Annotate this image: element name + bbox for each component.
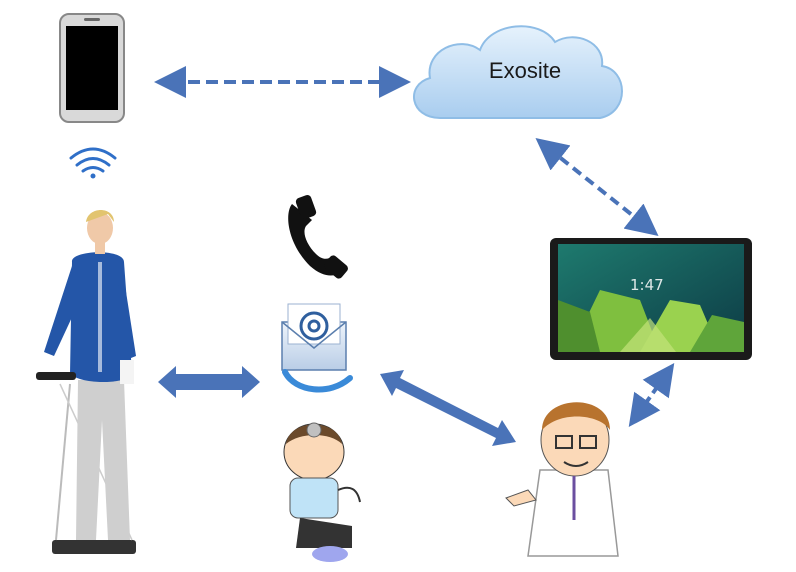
person-on-scale — [36, 210, 136, 554]
tablet-icon — [550, 238, 752, 360]
cloud-label: Exosite — [488, 58, 562, 83]
cloud-icon — [413, 25, 623, 119]
patient-icon — [283, 422, 361, 562]
phone-handset-icon — [288, 195, 348, 279]
email-at-icon — [281, 303, 353, 393]
tablet-clock: 1:47 — [630, 276, 664, 294]
tablet-doctor-link — [628, 362, 675, 428]
person-email-arrow — [158, 366, 260, 398]
email-doctor-arrow — [380, 370, 516, 446]
wifi-icon — [69, 147, 117, 179]
doctor-icon — [505, 402, 619, 557]
cloud-tablet-link — [535, 138, 659, 236]
smartphone-icon — [59, 13, 125, 123]
